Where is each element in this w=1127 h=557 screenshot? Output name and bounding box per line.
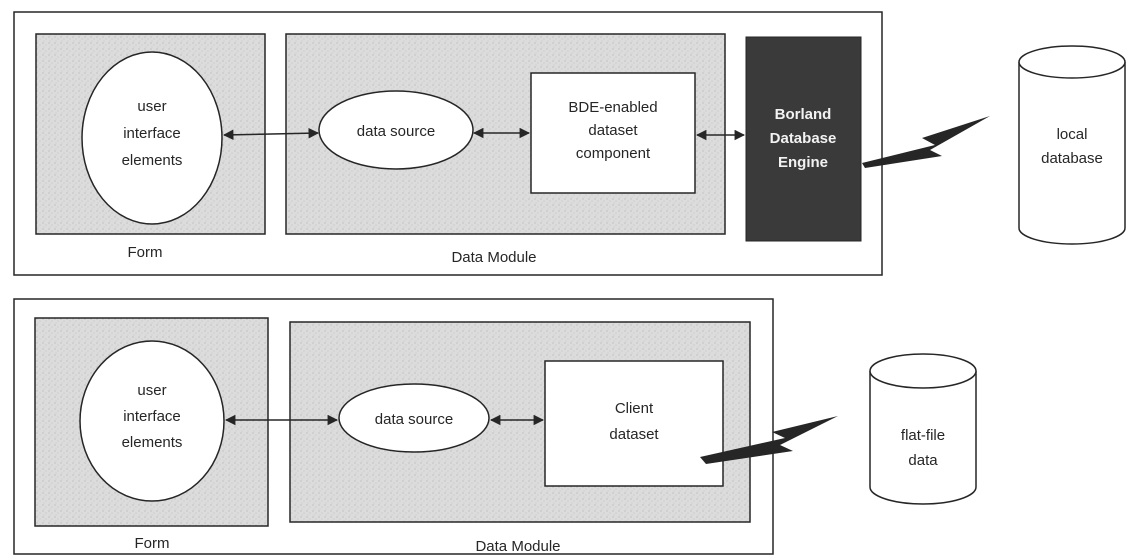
data-module-label-top: Data Module (451, 249, 536, 266)
ui-elements-line-3: elements (122, 152, 183, 169)
flat-file-line-2: data (908, 452, 938, 469)
local-database-node (1018, 45, 1126, 245)
dataset-line-1: BDE-enabled (568, 99, 657, 116)
ui-elements-line-1: user (137, 98, 166, 115)
ui-elements-line-2: interface (123, 125, 181, 142)
client-dataset-node (544, 360, 724, 487)
dataset-line-2: dataset (588, 122, 638, 139)
lightning-link-bottom (700, 416, 838, 464)
ui-elements-line-1-bottom: user (137, 382, 166, 399)
data-module-label-bottom: Data Module (475, 538, 560, 555)
dataset-node-top (530, 72, 696, 194)
lightning-link-top (862, 116, 990, 168)
diagram-top: user interface elements Form data source… (13, 11, 1126, 276)
engine-node (745, 36, 862, 242)
ui-elements-node-bottom (79, 340, 225, 502)
ui-elements-line-2-bottom: interface (123, 408, 181, 425)
flat-file-line-1: flat-file (901, 427, 945, 444)
form-label-bottom: Form (135, 535, 170, 552)
client-dataset-line-1: Client (615, 400, 654, 417)
flat-file-data-node (869, 353, 977, 505)
data-source-node-bottom (338, 383, 490, 453)
local-database-line-2: database (1041, 150, 1103, 167)
data-source-label-top: data source (357, 123, 435, 140)
data-source-label-bottom: data source (375, 411, 453, 428)
diagram-bottom: user interface elements Form data source… (13, 298, 977, 555)
ui-elements-node-top (81, 51, 223, 225)
arrow-ui-to-datasource-top (222, 127, 320, 141)
engine-line-2: Database (770, 130, 837, 147)
dataset-line-3: component (576, 145, 651, 162)
client-dataset-line-2: dataset (609, 426, 659, 443)
local-database-line-1: local (1057, 126, 1088, 143)
form-label-top: Form (128, 244, 163, 261)
engine-line-1: Borland (775, 106, 832, 123)
engine-line-3: Engine (778, 154, 828, 171)
ui-elements-line-3-bottom: elements (122, 434, 183, 451)
